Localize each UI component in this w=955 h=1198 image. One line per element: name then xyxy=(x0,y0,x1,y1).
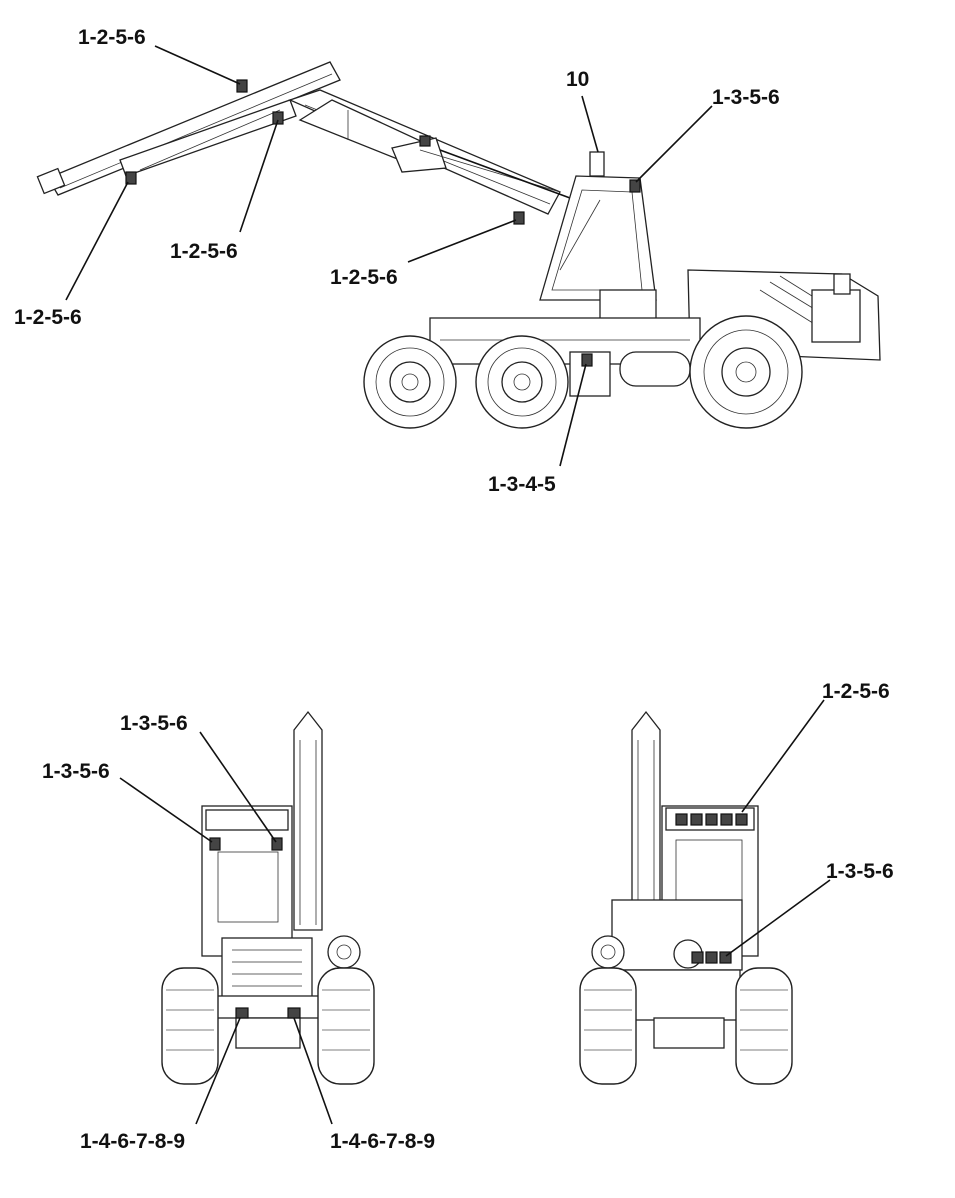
boom xyxy=(36,61,571,215)
callout-front-cab-left: 1-3-5-6 xyxy=(42,760,110,783)
callout-front-bumper-right: 1-4-6-7-8-9 xyxy=(330,1130,435,1153)
lamp-rear-lower-1 xyxy=(691,951,704,964)
callout-cab-roof-side: 1-3-5-6 xyxy=(712,86,780,109)
lamp-front-bumper-left xyxy=(235,1007,249,1019)
side-view-machine xyxy=(36,45,881,467)
rear-view-machine xyxy=(579,699,831,1085)
lamp-rear-lower-2 xyxy=(705,951,718,964)
lamp-boom-left xyxy=(125,171,137,185)
callout-boom-tip: 1-2-5-6 xyxy=(78,26,146,49)
wheel-front xyxy=(689,315,803,429)
callout-beacon: 10 xyxy=(566,68,589,91)
lamp-rear-roof-2 xyxy=(690,813,703,826)
lamp-boom-joint xyxy=(419,135,431,147)
lamp-rear-lower-3 xyxy=(719,951,732,964)
lamp-chassis-mid xyxy=(581,353,593,367)
lamp-boom-base xyxy=(513,211,525,225)
lamp-rear-roof-1 xyxy=(675,813,688,826)
callout-front-cab-right: 1-3-5-6 xyxy=(120,712,188,735)
lamp-front-bumper-right xyxy=(287,1007,301,1019)
lamp-boom-mid xyxy=(272,111,284,125)
lamp-front-cab-left xyxy=(209,837,221,851)
lamp-front-cab-right xyxy=(271,837,283,851)
callout-rear-roof: 1-2-5-6 xyxy=(822,680,890,703)
cab xyxy=(539,151,657,331)
lamp-cab-roof xyxy=(629,179,641,193)
lamp-rear-roof-5 xyxy=(735,813,748,826)
callout-boom-base: 1-2-5-6 xyxy=(330,266,398,289)
front-view-machine xyxy=(119,710,375,1125)
lamp-boom-tip xyxy=(236,79,248,93)
callout-boom-left: 1-2-5-6 xyxy=(14,306,82,329)
callout-chassis-mid: 1-3-4-5 xyxy=(488,473,556,496)
callout-rear-lower: 1-3-5-6 xyxy=(826,860,894,883)
callout-boom-mid: 1-2-5-6 xyxy=(170,240,238,263)
wheel-rear-1 xyxy=(363,335,457,429)
wheel-rear-2 xyxy=(475,335,569,429)
lamp-rear-roof-3 xyxy=(705,813,718,826)
callout-front-bumper-left: 1-4-6-7-8-9 xyxy=(80,1130,185,1153)
lamp-rear-roof-4 xyxy=(720,813,733,826)
